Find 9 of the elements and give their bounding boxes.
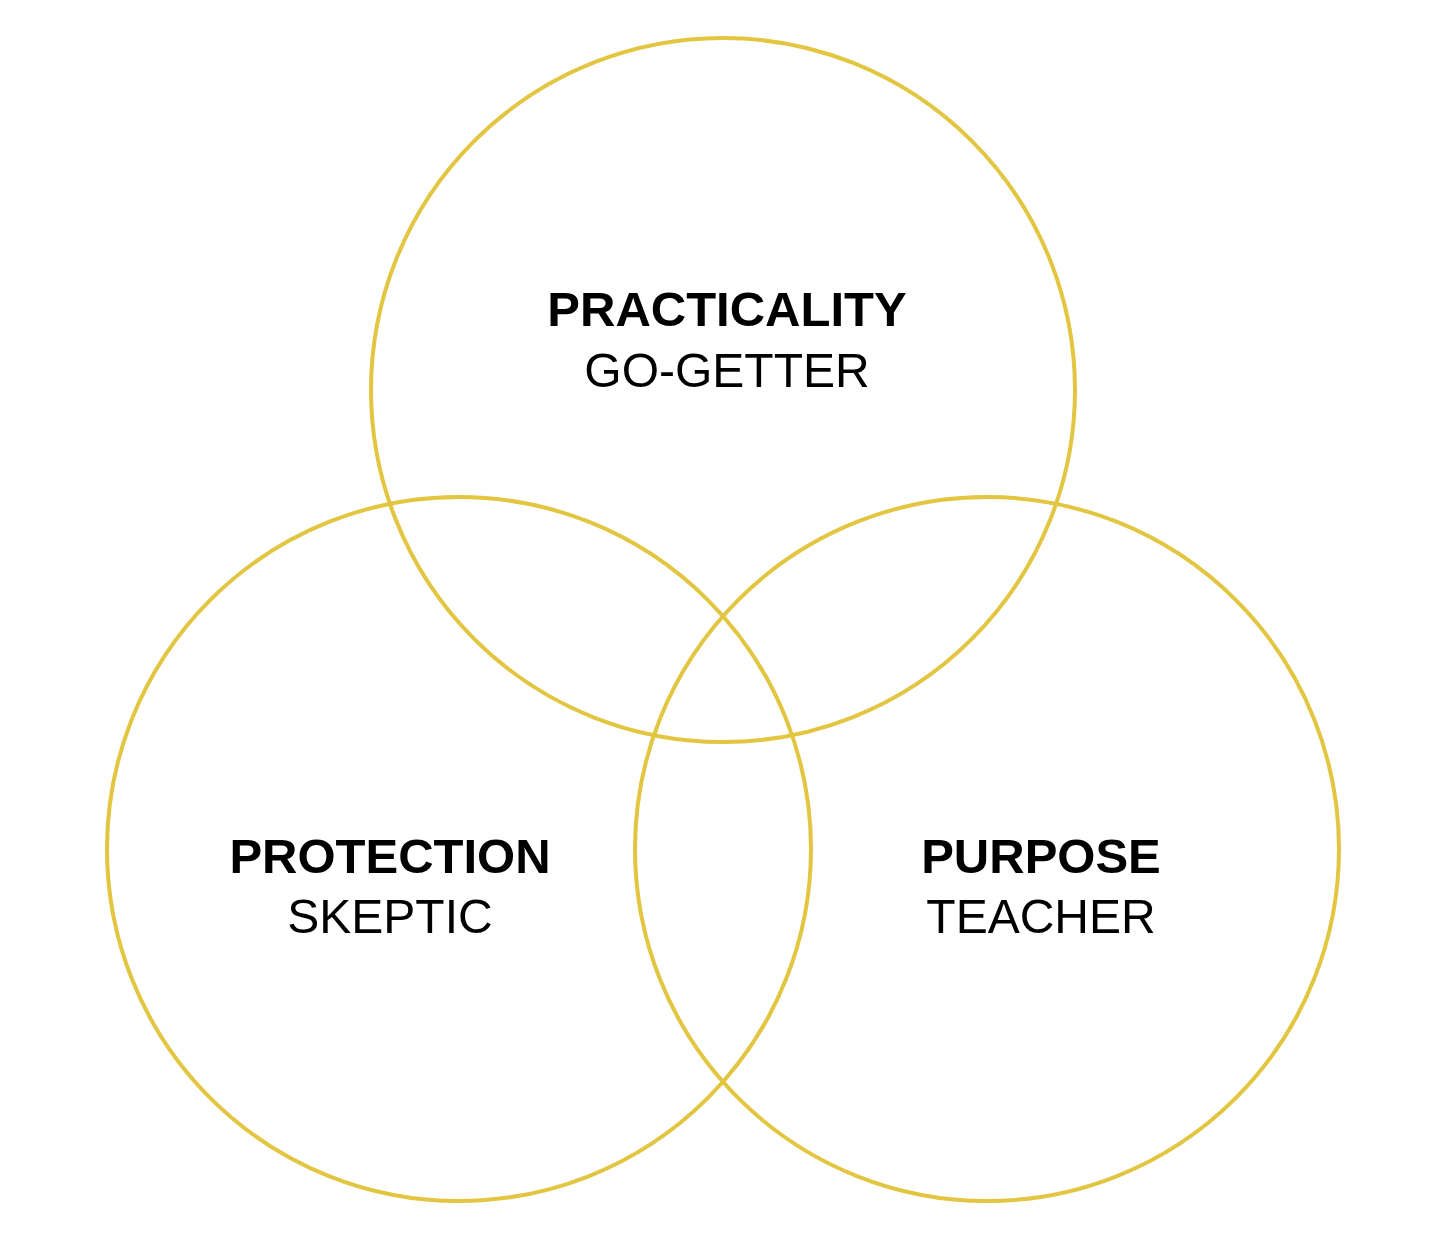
category-heading: PROTECTION — [229, 830, 551, 884]
category-heading: PURPOSE — [921, 830, 1161, 884]
category-heading: PRACTICALITY — [547, 283, 907, 337]
category-subheading: SKEPTIC — [287, 890, 493, 944]
venn-circle — [105, 495, 813, 1203]
venn-circle — [633, 495, 1341, 1203]
category-subheading: GO-GETTER — [584, 344, 870, 398]
category-subheading: TEACHER — [926, 890, 1156, 944]
venn-circle — [369, 36, 1077, 744]
